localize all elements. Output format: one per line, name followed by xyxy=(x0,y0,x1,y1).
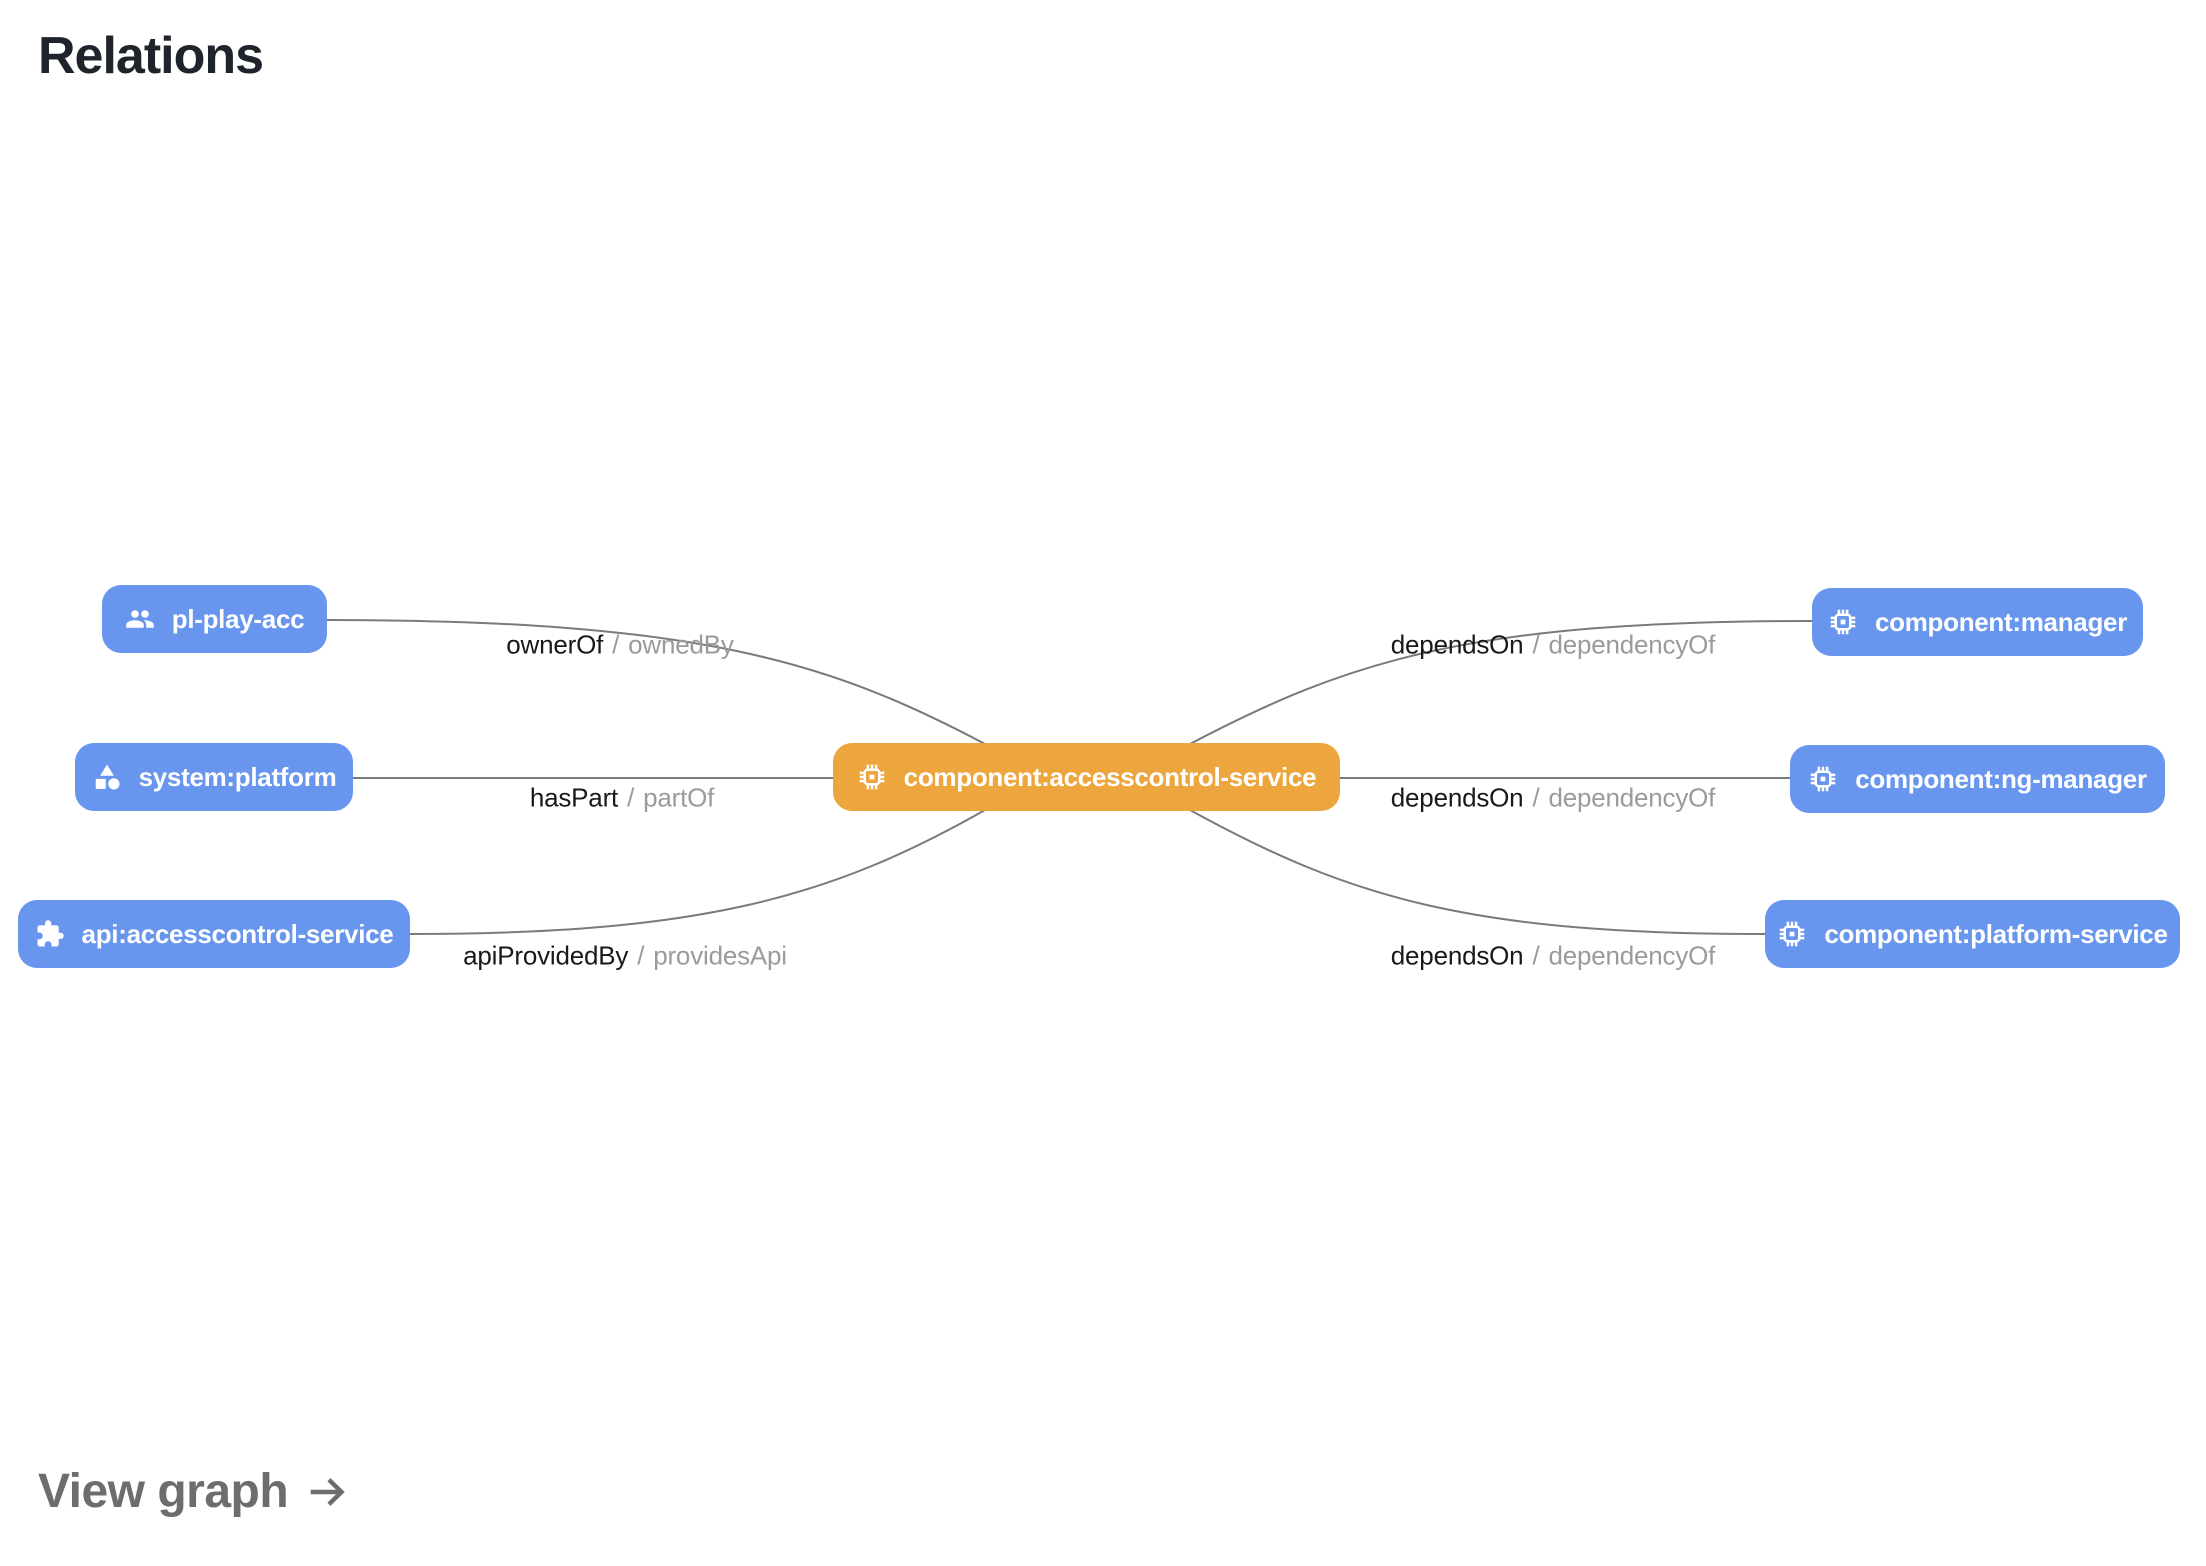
puzzle-icon xyxy=(35,919,65,949)
relation-forward-label: ownerOf xyxy=(506,629,604,660)
node-label: pl-play-acc xyxy=(171,603,305,634)
relation-forward-label: hasPart xyxy=(529,782,619,813)
node-label: api:accesscontrol-service xyxy=(81,918,394,949)
relation-label-separator: / xyxy=(637,940,645,971)
node-component-platform-service[interactable]: component:platform-service xyxy=(1765,900,2180,968)
arrow-right-icon xyxy=(304,1469,350,1515)
relation-reverse-label: partOf xyxy=(643,782,715,813)
edge-label-dependsOn-ng-manager: dependsOn / dependencyOf xyxy=(1390,782,1716,814)
node-label: system:platform xyxy=(138,761,337,792)
relation-reverse-label: ownedBy xyxy=(628,629,734,660)
edge-label-apiProvidedBy: apiProvidedBy / providesApi xyxy=(463,941,787,972)
relation-forward-label: dependsOn xyxy=(1390,940,1524,971)
node-api-accesscontrol-service[interactable]: api:accesscontrol-service xyxy=(18,900,410,968)
node-label: component:ng-manager xyxy=(1855,763,2147,794)
node-component-ng-manager[interactable]: component:ng-manager xyxy=(1790,745,2165,813)
edge-dependsOn-manager xyxy=(1189,620,1813,745)
relation-label-separator: / xyxy=(1532,629,1540,660)
edge-dependsOn-platform-service xyxy=(1189,809,1766,935)
edge-ownerOf xyxy=(326,619,986,745)
users-icon xyxy=(125,604,155,634)
category-icon xyxy=(92,762,122,792)
edge-label-ownerOf: ownerOf / ownedBy xyxy=(506,629,734,661)
relation-label-separator: / xyxy=(627,782,635,813)
relation-forward-label: apiProvidedBy xyxy=(463,940,629,971)
chip-icon xyxy=(1808,764,1838,794)
node-component-accesscontrol-service[interactable]: component:accesscontrol-service xyxy=(833,743,1340,811)
relation-forward-label: dependsOn xyxy=(1390,782,1524,813)
edge-apiProvidedBy xyxy=(409,809,986,935)
relation-label-separator: / xyxy=(1532,940,1540,971)
chip-icon xyxy=(1828,607,1858,637)
view-graph-label: View graph xyxy=(38,1465,289,1518)
node-label: component:accesscontrol-service xyxy=(903,761,1317,792)
edge-label-hasPart: hasPart / partOf xyxy=(529,782,715,814)
edge-label-dependsOn-platform-service: dependsOn / dependencyOf xyxy=(1390,940,1716,972)
view-graph-link[interactable]: View graph xyxy=(38,1464,350,1519)
node-label: component:platform-service xyxy=(1824,918,2168,949)
relation-label-separator: / xyxy=(612,629,620,660)
node-system-platform[interactable]: system:platform xyxy=(75,743,353,811)
relation-reverse-label: dependencyOf xyxy=(1548,629,1716,660)
relation-label-separator: / xyxy=(1532,782,1540,813)
relation-reverse-label: dependencyOf xyxy=(1548,782,1716,813)
page-title: Relations xyxy=(38,27,264,85)
relation-reverse-label: providesApi xyxy=(653,940,787,971)
edge-label-dependsOn-manager: dependsOn / dependencyOf xyxy=(1390,629,1716,661)
relation-forward-label: dependsOn xyxy=(1390,629,1524,660)
chip-icon xyxy=(857,762,887,792)
node-label: component:manager xyxy=(1874,606,2128,637)
node-pl-play-acc[interactable]: pl-play-acc xyxy=(102,585,327,653)
chip-icon xyxy=(1777,919,1807,949)
node-component-manager[interactable]: component:manager xyxy=(1812,588,2143,656)
relation-reverse-label: dependencyOf xyxy=(1548,940,1716,971)
